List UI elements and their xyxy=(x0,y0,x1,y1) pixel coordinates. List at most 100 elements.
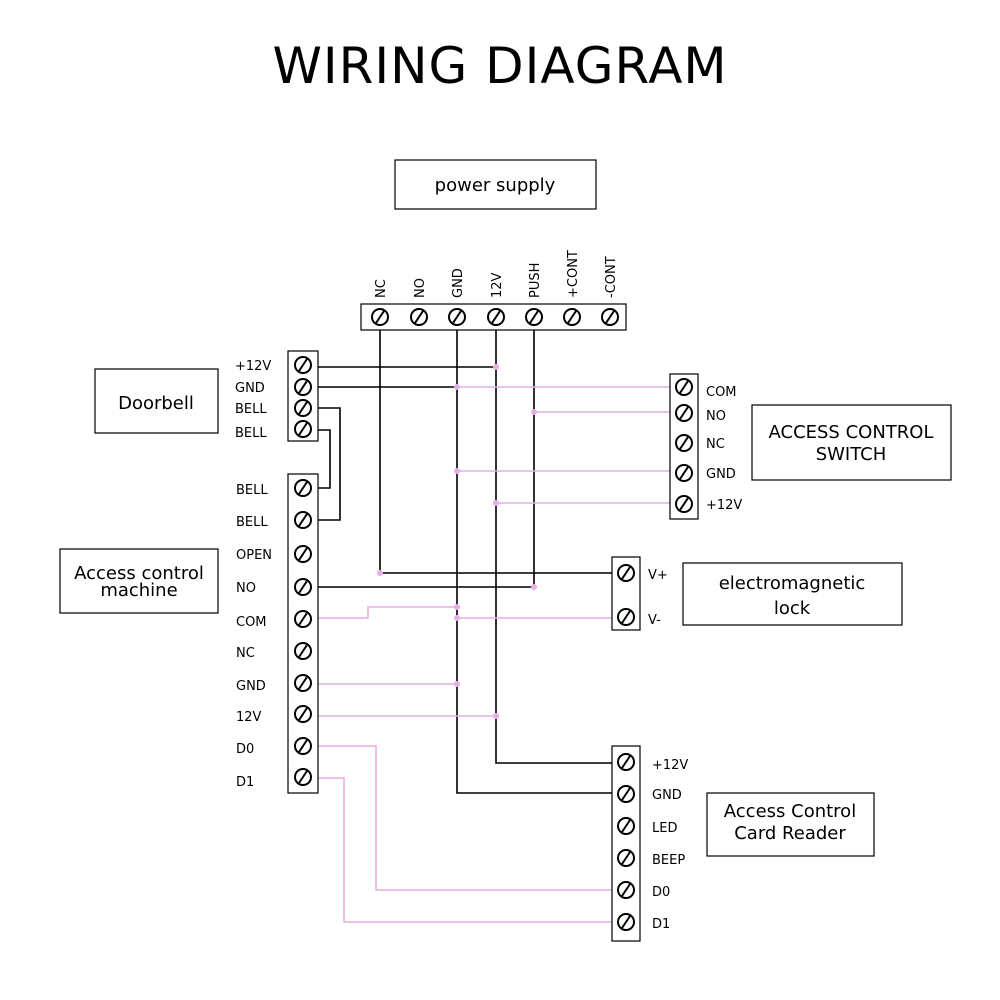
terminal-label: BELL xyxy=(235,402,267,417)
card-reader-box: Access Control Card Reader xyxy=(706,792,875,857)
screw-terminal xyxy=(675,378,693,396)
card-reader-label-2: Card Reader xyxy=(734,823,846,844)
screw-terminal xyxy=(601,308,619,326)
power-supply-label: power supply xyxy=(435,175,556,196)
wire-ps-gnd-bus xyxy=(456,318,612,794)
terminal-label: LED xyxy=(652,821,677,836)
access-control-switch-label-1: ACCESS CONTROL xyxy=(769,422,934,443)
access-control-switch-box: ACCESS CONTROL SWITCH xyxy=(751,404,952,481)
terminal-label: 12V xyxy=(236,710,262,725)
screw-terminal xyxy=(294,356,312,374)
electromagnetic-lock-terminal-labels: V+ V- xyxy=(648,568,668,628)
screw-terminal xyxy=(294,674,312,692)
screw-terminal xyxy=(294,420,312,438)
doorbell-terminal-strip xyxy=(287,350,319,442)
screw-terminal xyxy=(617,817,635,835)
wire-ps-push-bus xyxy=(318,318,535,588)
wires xyxy=(318,318,670,923)
doorbell-terminal-labels: +12V GND BELL BELL xyxy=(235,359,271,441)
screw-terminal xyxy=(294,737,312,755)
wire-d1 xyxy=(318,777,612,923)
terminal-label: V+ xyxy=(648,568,668,583)
terminal-label: D0 xyxy=(236,742,254,757)
junction-dot xyxy=(493,500,499,506)
terminal-label: NC xyxy=(706,437,725,452)
card-reader-label-1: Access Control xyxy=(724,801,856,822)
screw-terminal xyxy=(617,608,635,626)
card-reader-terminal-labels: +12V GND LED BEEP D0 D1 xyxy=(652,758,688,932)
terminal-label: -CONT xyxy=(604,256,619,298)
screw-terminal xyxy=(294,768,312,786)
terminal-label: NO xyxy=(706,409,726,424)
screw-terminal xyxy=(563,308,581,326)
terminal-label: V- xyxy=(648,613,661,628)
terminal-label: NO xyxy=(236,581,256,596)
junction-dot xyxy=(493,364,499,370)
access-control-switch-label-2: SWITCH xyxy=(816,444,887,465)
screw-terminal xyxy=(617,881,635,899)
screw-terminal xyxy=(487,308,505,326)
junction-dot xyxy=(531,409,537,415)
access-control-switch-terminal-labels: COM NO NC GND +12V xyxy=(706,385,742,513)
screw-terminal xyxy=(675,495,693,513)
screw-terminal xyxy=(294,511,312,529)
terminal-label: D0 xyxy=(652,885,670,900)
terminal-label: PUSH xyxy=(528,263,543,298)
doorbell-label: Doorbell xyxy=(118,393,194,414)
screw-terminal xyxy=(617,564,635,582)
doorbell-box: Doorbell xyxy=(94,368,219,434)
terminal-label: +12V xyxy=(706,498,742,513)
wire-machine-com xyxy=(318,606,457,619)
screw-terminal xyxy=(410,308,428,326)
electromagnetic-lock-label-1: electromagnetic xyxy=(719,573,866,594)
terminal-label: D1 xyxy=(652,917,670,932)
terminal-label: GND xyxy=(706,467,736,482)
junction-dot xyxy=(454,681,460,687)
screw-terminal xyxy=(294,610,312,628)
access-control-switch-terminal-strip xyxy=(669,373,699,520)
terminal-label: BEEP xyxy=(652,853,685,868)
junction-dot xyxy=(454,615,460,621)
screw-terminal xyxy=(294,705,312,723)
access-control-machine-box: Access control machine xyxy=(59,548,219,614)
terminal-label: GND xyxy=(451,268,466,298)
terminal-label: 12V xyxy=(490,272,505,298)
terminal-label: +12V xyxy=(235,359,271,374)
screw-terminal xyxy=(371,308,389,326)
terminal-label: D1 xyxy=(236,775,254,790)
screw-terminal xyxy=(525,308,543,326)
wire-d0 xyxy=(318,745,612,891)
power-supply-terminal-labels: NC NO GND 12V PUSH +CONT -CONT xyxy=(374,250,619,298)
access-control-machine-terminal-strip xyxy=(287,473,319,794)
junction-dot xyxy=(493,713,499,719)
access-control-machine-label-2: machine xyxy=(100,580,177,601)
terminal-label: NC xyxy=(236,646,255,661)
terminal-label: +12V xyxy=(652,758,688,773)
wire-ps-12v-bus xyxy=(495,318,612,764)
wire-bell-loop-1 xyxy=(318,407,341,521)
screw-terminal xyxy=(617,849,635,867)
junction-dot xyxy=(454,384,460,390)
junction-dot xyxy=(377,570,383,576)
card-reader-terminal-strip xyxy=(611,745,641,942)
terminal-label: BELL xyxy=(235,426,267,441)
terminal-label: GND xyxy=(236,679,266,694)
screw-terminal xyxy=(617,753,635,771)
terminal-label: +CONT xyxy=(566,250,581,298)
electromagnetic-lock-label-2: lock xyxy=(774,598,811,619)
screw-terminal xyxy=(294,642,312,660)
electromagnetic-lock-terminal-strip xyxy=(611,556,641,631)
access-control-machine-label-1: Access control xyxy=(74,563,204,584)
power-supply-box: power supply xyxy=(394,159,597,210)
power-supply-terminal-strip xyxy=(360,303,627,331)
screw-terminal xyxy=(617,913,635,931)
junction-dot xyxy=(531,584,537,590)
terminal-label: NC xyxy=(374,279,389,298)
screw-terminal xyxy=(448,308,466,326)
terminal-label: BELL xyxy=(236,515,268,530)
terminal-label: OPEN xyxy=(236,548,272,563)
terminal-label: GND xyxy=(235,381,265,396)
screw-terminal xyxy=(294,545,312,563)
screw-terminal xyxy=(294,399,312,417)
